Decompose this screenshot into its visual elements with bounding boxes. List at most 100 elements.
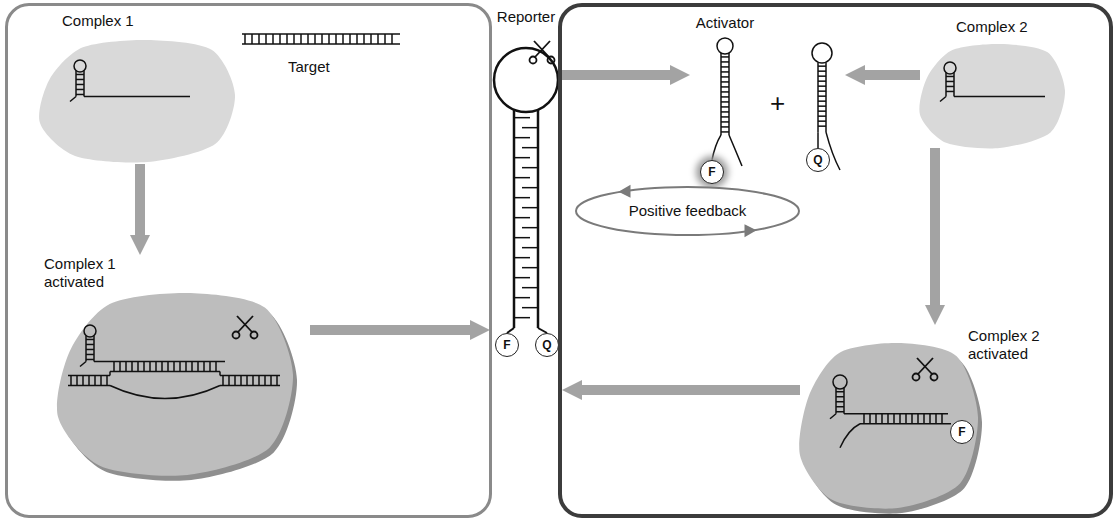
scissors-handle xyxy=(913,374,920,381)
base-pair xyxy=(335,34,337,44)
activated-complex: Complex 2 activatedF xyxy=(800,325,1060,510)
scissors-handle xyxy=(251,332,258,339)
base-pair xyxy=(514,257,530,259)
protein-blob xyxy=(799,343,978,509)
base-pair xyxy=(349,34,351,44)
base-pair xyxy=(265,34,267,44)
base-pair xyxy=(818,110,826,112)
base-pair xyxy=(522,207,538,209)
base-pair xyxy=(86,354,94,356)
scissors-blade xyxy=(237,316,252,332)
scissors-icon xyxy=(530,41,555,64)
base-pair xyxy=(836,401,844,403)
base-pair xyxy=(818,65,826,67)
base-pair xyxy=(935,414,937,424)
fluorophore: F xyxy=(495,333,519,357)
base-pair xyxy=(185,361,187,371)
base-pair xyxy=(836,411,844,413)
base-pair xyxy=(76,89,84,91)
flow-arrow xyxy=(135,164,145,235)
base-pair xyxy=(203,361,205,371)
base-pair xyxy=(818,100,826,102)
base-pair xyxy=(818,80,826,82)
base-pair xyxy=(929,414,931,424)
base-pair xyxy=(522,307,538,309)
base-pair xyxy=(946,81,954,83)
base-pair xyxy=(321,34,323,44)
base-pair xyxy=(522,267,538,269)
base-pair xyxy=(94,375,96,385)
bound-target xyxy=(110,361,220,398)
node-label: Positive feedback xyxy=(629,202,747,220)
base-pair xyxy=(100,375,102,385)
base-pair xyxy=(191,361,193,371)
base-pair xyxy=(106,375,108,385)
base-pair xyxy=(721,76,729,78)
base-pair xyxy=(721,56,729,58)
base-pair xyxy=(522,127,538,129)
base-pair xyxy=(391,34,393,44)
node-label: Complex 1 activated xyxy=(44,255,134,291)
base-pair xyxy=(125,361,127,371)
base-pair xyxy=(209,361,211,371)
base-pair xyxy=(721,106,729,108)
base-pair xyxy=(143,361,145,371)
base-pair xyxy=(342,34,344,44)
rna-tail xyxy=(817,132,819,148)
rna-hairpin xyxy=(944,62,956,96)
base-pair xyxy=(82,375,84,385)
base-pair xyxy=(522,247,538,249)
base-pair xyxy=(818,105,826,107)
rna-tail xyxy=(940,96,1045,101)
flow-arrow xyxy=(310,325,470,335)
base-pair xyxy=(514,157,530,159)
base-pair xyxy=(721,111,729,113)
base-pair xyxy=(721,121,729,123)
scissors-blade xyxy=(238,316,253,332)
base-pair xyxy=(917,414,919,424)
base-pair xyxy=(514,277,530,279)
protein-blob xyxy=(57,293,293,476)
scissors-handle xyxy=(530,57,537,64)
base-pair xyxy=(363,34,365,44)
base-pair xyxy=(721,66,729,68)
base-pair xyxy=(514,237,530,239)
fluorophore: F xyxy=(700,160,724,184)
node-label: Complex 2 xyxy=(956,18,1028,36)
rna-tail xyxy=(712,135,721,160)
base-pair xyxy=(228,375,230,385)
dye-label: F xyxy=(708,165,715,179)
hairpin-loop xyxy=(494,48,558,112)
base-pair xyxy=(818,125,826,127)
dna-duplex xyxy=(242,34,400,44)
dye-label: F xyxy=(503,338,510,352)
cas-complex-shape xyxy=(920,18,1070,148)
base-pair xyxy=(252,375,254,385)
base-pair xyxy=(307,34,309,44)
base-pair xyxy=(818,75,826,77)
hairpin-loop xyxy=(74,60,86,72)
base-pair xyxy=(818,85,826,87)
base-pair xyxy=(328,34,330,44)
base-pair xyxy=(522,287,538,289)
flow-arrow xyxy=(562,70,670,80)
base-pair xyxy=(941,414,943,424)
dna-duplex xyxy=(220,375,280,385)
base-pair xyxy=(215,361,217,371)
base-pair xyxy=(173,361,175,371)
flow-arrow xyxy=(582,385,800,395)
rna-hairpin xyxy=(84,325,96,361)
base-pair xyxy=(258,375,260,385)
rna-hairpin xyxy=(833,375,847,414)
dna-strand xyxy=(513,110,516,328)
hairpin-loop xyxy=(833,375,847,389)
protein-blob xyxy=(39,40,235,163)
base-pair xyxy=(721,61,729,63)
base-pair xyxy=(946,86,954,88)
base-pair xyxy=(881,414,883,424)
base-pair xyxy=(222,375,224,385)
quencher-hairpin: Q xyxy=(800,40,845,180)
base-pair xyxy=(836,391,844,393)
base-pair xyxy=(149,361,151,371)
